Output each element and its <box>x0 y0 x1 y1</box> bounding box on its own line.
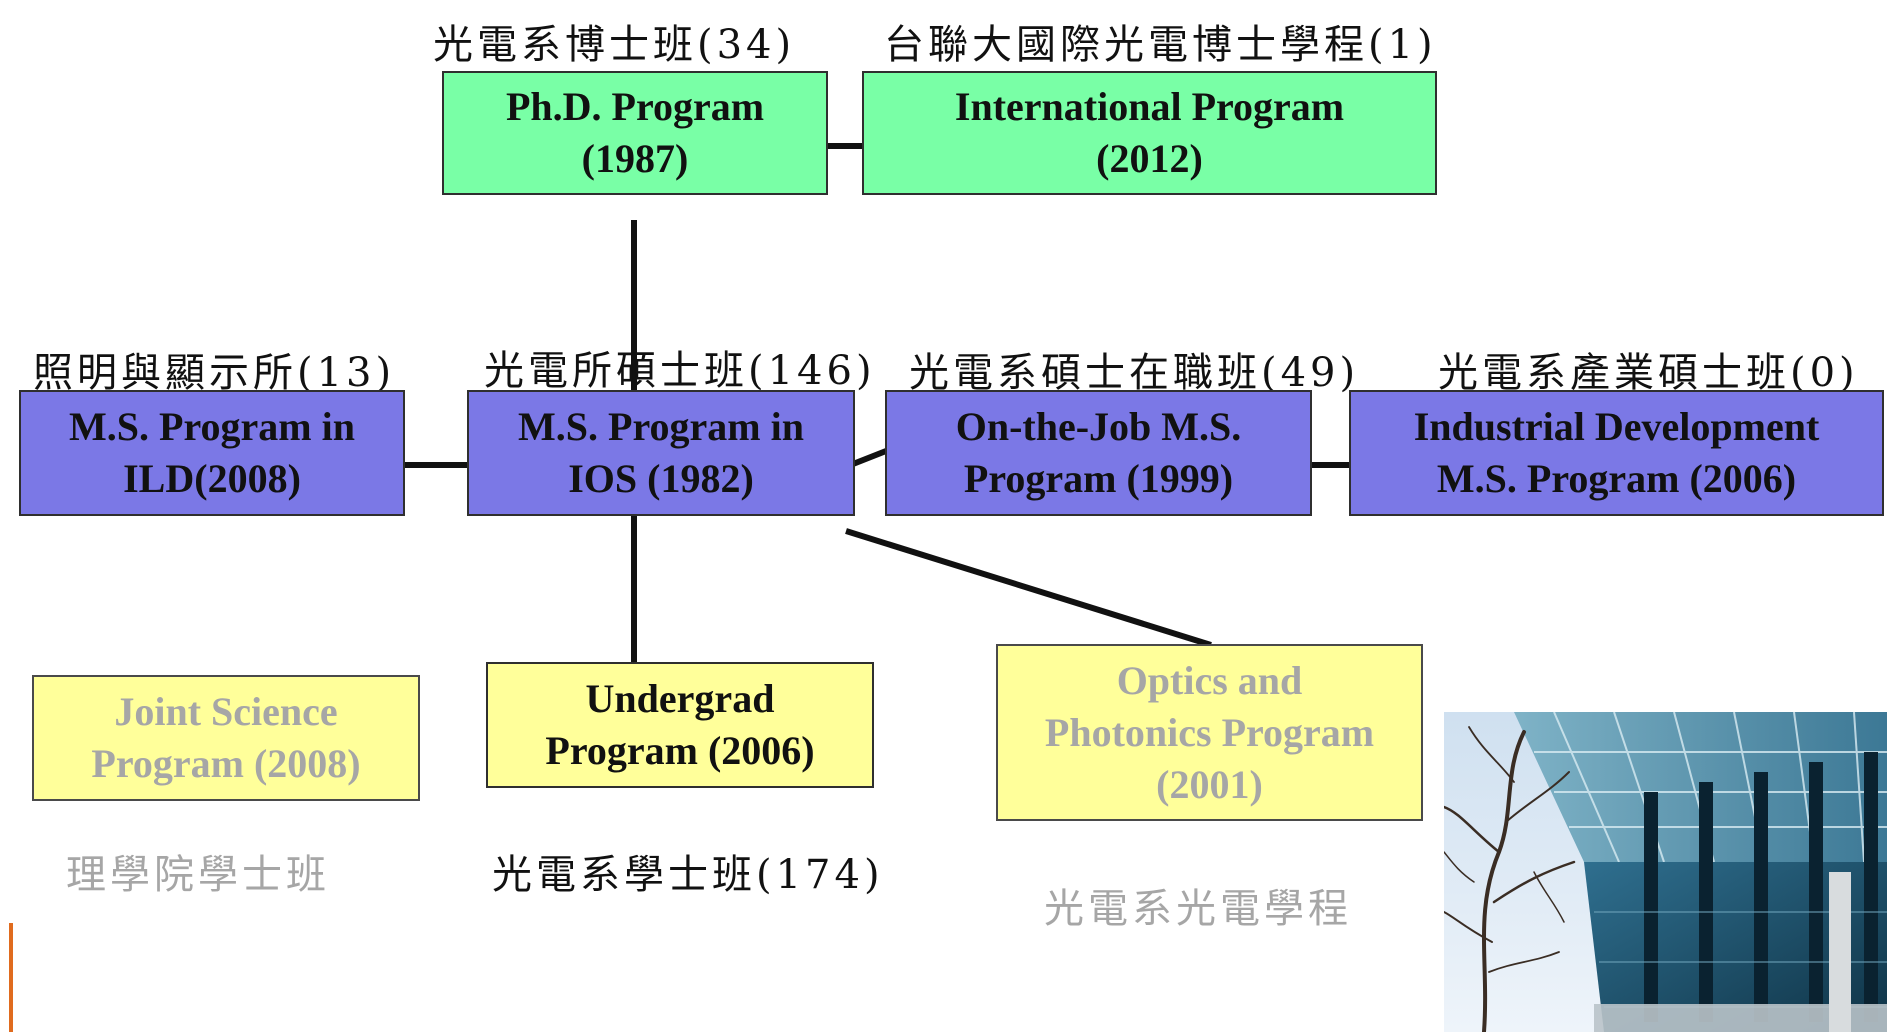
ms-ild-chinese-label: 照明與顯示所(13) <box>33 350 396 396</box>
ms-ios-program-box: M.S. Program in IOS (1982) <box>467 390 855 516</box>
on-the-job-chinese-label: 光電系碩士在職班(49) <box>909 350 1360 396</box>
ms-ild-program-title: M.S. Program in <box>69 404 355 449</box>
international-program-year: (2012) <box>1096 136 1203 181</box>
industrial-chinese-label: 光電系產業碩士班(0) <box>1438 350 1859 396</box>
on-the-job-program-title: On-the-Job M.S. <box>955 404 1242 449</box>
undergrad-chinese-label: 光電系學士班(174) <box>492 852 884 898</box>
industrial-program-year: M.S. Program (2006) <box>1436 456 1797 501</box>
phd-program-box: Ph.D. Program (1987) <box>442 71 828 195</box>
joint-science-chinese-label: 理學院學士班 <box>66 852 330 898</box>
ms-ild-program-year: ILD(2008) <box>123 456 301 501</box>
optics-photonics-program-title2: Photonics Program <box>1044 709 1375 755</box>
ms-ild-program-box: M.S. Program in ILD(2008) <box>19 390 405 516</box>
joint-science-program-box: Joint Science Program (2008) <box>32 675 420 801</box>
undergrad-program-box: Undergrad Program (2006) <box>486 662 874 788</box>
joint-science-program-title: Joint Science <box>114 689 338 734</box>
joint-science-program-year: Program (2008) <box>91 741 361 786</box>
connector-ios-onthejob <box>851 448 888 467</box>
on-the-job-program-year: Program (1999) <box>963 456 1234 501</box>
phd-chinese-label: 光電系博士班(34) <box>433 22 796 68</box>
optics-photonics-program-year: (2001) <box>1156 761 1263 807</box>
international-program-box: International Program (2012) <box>862 71 1437 195</box>
optics-photonics-program-box: Optics and Photonics Program (2001) <box>996 644 1423 821</box>
connector-ios-optics <box>845 528 1212 648</box>
international-program-title: International Program <box>954 84 1345 129</box>
industrial-program-title: Industrial Development <box>1413 404 1820 449</box>
optics-photonics-program-title: Optics and <box>1116 657 1303 703</box>
ms-ios-program-title: M.S. Program in <box>518 404 804 449</box>
ms-ios-chinese-label: 光電所碩士班(146) <box>484 348 876 394</box>
phd-program-year: (1987) <box>581 136 689 181</box>
optics-photonics-chinese-label: 光電系光電學程 <box>1044 886 1352 932</box>
phd-program-title: Ph.D. Program <box>505 84 765 129</box>
undergrad-program-title: Undergrad <box>585 676 775 721</box>
industrial-program-box: Industrial Development M.S. Program (200… <box>1349 390 1884 516</box>
undergrad-program-year: Program (2006) <box>545 728 815 773</box>
ms-ios-program-year: IOS (1982) <box>568 456 754 501</box>
international-chinese-label: 台聯大國際光電博士學程(1) <box>884 22 1437 68</box>
on-the-job-program-box: On-the-Job M.S. Program (1999) <box>885 390 1312 516</box>
accent-bar <box>9 923 13 1032</box>
building-photo <box>1444 712 1887 1032</box>
